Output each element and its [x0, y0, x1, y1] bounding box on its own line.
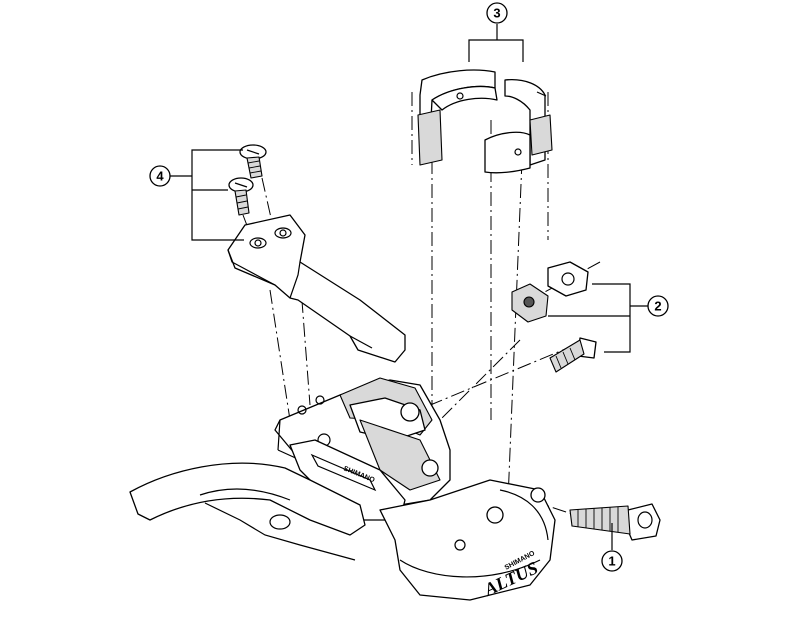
clamp-bolt-drawing	[569, 503, 661, 541]
link-screws-drawing	[228, 144, 267, 216]
band-adapter-set-drawing	[417, 69, 553, 174]
callout-3: 3	[486, 2, 508, 24]
derailleur-body-drawing	[129, 377, 556, 601]
callout-3-number: 3	[493, 6, 500, 21]
callout-1: 1	[601, 550, 623, 572]
callout-2: 2	[647, 295, 669, 317]
callout-4: 4	[149, 165, 171, 187]
callout-4-number: 4	[156, 169, 164, 184]
cable-fixing-nut-set-drawing	[511, 261, 597, 373]
outer-link-drawing	[227, 214, 406, 363]
callout-2-number: 2	[654, 299, 661, 314]
leader-lines	[170, 24, 648, 550]
callout-1-number: 1	[608, 554, 615, 569]
